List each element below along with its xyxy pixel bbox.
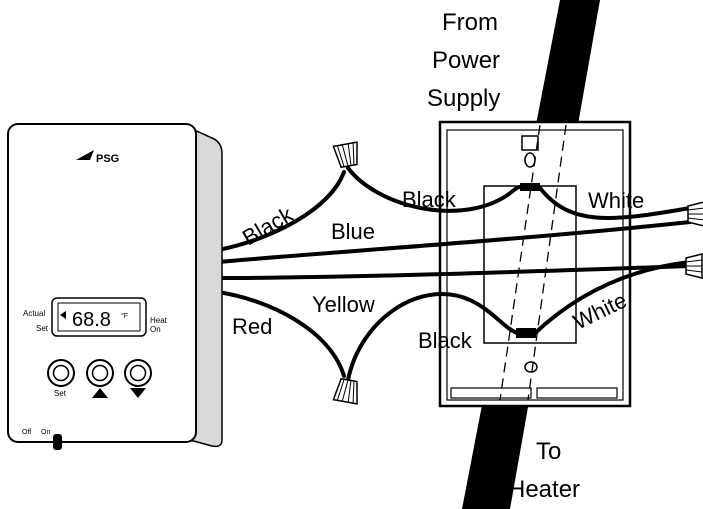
wire-black-left [216, 170, 346, 252]
label-white-top: White [588, 188, 644, 213]
label-from-line2: Power [432, 47, 500, 74]
thermostat: PSG 68.8 °F Actual Set Heat On Set Off O… [7, 123, 223, 450]
label-heat: Heat [150, 316, 168, 325]
display-screen [57, 302, 141, 332]
terminal-top [520, 183, 540, 191]
cable-dash-left [499, 124, 541, 401]
label-yellow: Yellow [312, 292, 375, 317]
wire-nut-right-bottom [685, 253, 703, 279]
brand-logo-text: PSG [96, 153, 119, 165]
label-to-line1: To [536, 438, 561, 465]
label-blue: Blue [331, 219, 375, 244]
wire-yellow [346, 292, 522, 382]
junction-box [438, 120, 632, 408]
label-black-bottom: Black [418, 328, 473, 353]
terminal-bottom [516, 328, 536, 338]
wire-nut-top [332, 141, 358, 169]
psg-logo-icon [76, 150, 94, 160]
wire-nut-right-top [687, 201, 703, 227]
down-button[interactable] [124, 359, 152, 387]
switch-off-label: Off [22, 429, 31, 436]
power-switch[interactable] [53, 434, 62, 450]
display-indicator-icon [60, 311, 66, 319]
up-button[interactable] [86, 359, 114, 387]
wire-white-bottom [532, 260, 692, 336]
label-black-left: Black [238, 201, 298, 250]
label-actual: Actual [23, 309, 45, 318]
label-from-line1: From [442, 9, 498, 36]
wire-red [216, 290, 346, 378]
wire-lower-straight [216, 264, 692, 280]
set-button-label: Set [54, 389, 67, 398]
wire-blue [216, 220, 692, 264]
wire-nut-bottom [332, 377, 358, 405]
down-arrow-icon [130, 388, 146, 398]
label-red: Red [232, 314, 272, 339]
label-set: Set [36, 324, 49, 333]
label-black-top: Black [402, 187, 457, 212]
label-to-line2: Heater [508, 476, 580, 503]
display-temperature: 68.8 [72, 309, 111, 331]
display-unit: °F [121, 312, 128, 320]
set-button[interactable] [47, 359, 75, 387]
cable-dash-right [527, 124, 567, 401]
label-on: On [150, 325, 161, 334]
switch-on-label: On [41, 429, 50, 436]
wire-white-top [538, 186, 692, 220]
label-from-line3: Supply [427, 85, 500, 112]
up-arrow-icon [92, 388, 108, 398]
